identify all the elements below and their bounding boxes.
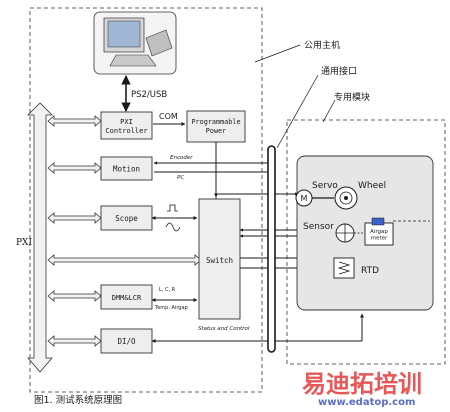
pc-label: PC — [177, 175, 184, 181]
wheel-icon — [334, 186, 358, 210]
encoder-label: Encoder — [170, 155, 193, 161]
motion-box: Motion — [100, 156, 153, 181]
dmm-lcr-label: DMM&LCR — [112, 294, 142, 302]
square-wave-icon — [167, 204, 178, 212]
sine-wave-icon — [165, 222, 181, 232]
dedicated-module-boundary — [286, 119, 446, 365]
scope-box: Scope — [100, 205, 153, 231]
sensor-icon — [335, 223, 355, 243]
dio-label: DI/O — [117, 337, 136, 346]
temp-airgap-label: Temp. Airgap — [154, 305, 188, 311]
motion-label: Motion — [113, 165, 140, 174]
rtd-icon — [333, 257, 355, 279]
legend-public-host: 公用主机 — [304, 39, 340, 51]
legend-leaders — [254, 44, 336, 149]
switch-box: Switch — [198, 198, 241, 320]
general-interface-bus — [267, 145, 276, 353]
sensor-label: Sensor — [303, 222, 334, 232]
motor-symbol: M — [301, 194, 308, 203]
pxi-bus-label: PXI — [16, 238, 32, 248]
switch-label: Switch — [206, 256, 233, 265]
dmm-lcr-box: DMM&LCR — [100, 284, 153, 310]
ps2-usb-label: PS2/USB — [131, 90, 167, 100]
public-host-boundary — [29, 7, 263, 393]
scope-label: Scope — [115, 214, 138, 223]
com-label: COM — [159, 112, 178, 121]
watermark-brand: 易迪拓培训 — [302, 370, 422, 398]
status-control-label: Status and Control — [198, 326, 250, 332]
servo-motor-icon: M — [295, 189, 313, 207]
lcr-label: L, C, R — [159, 287, 176, 293]
computer-icon — [93, 11, 177, 75]
pxi-backplane-bus — [27, 102, 53, 373]
wheel-label: Wheel — [358, 181, 386, 191]
servo-label: Servo — [312, 181, 338, 191]
bus-branch-connectors — [47, 115, 202, 347]
figure-caption: 图1. 测试系统原理图 — [34, 394, 122, 406]
legend-general-interface: 通用接口 — [321, 65, 357, 77]
rtd-label: RTD — [361, 266, 379, 276]
dio-box: DI/O — [100, 328, 153, 354]
motion-signal-lines — [153, 161, 276, 174]
watermark-url: www.edatop.com — [318, 397, 415, 408]
legend-dedicated-module: 专用模块 — [334, 91, 370, 103]
